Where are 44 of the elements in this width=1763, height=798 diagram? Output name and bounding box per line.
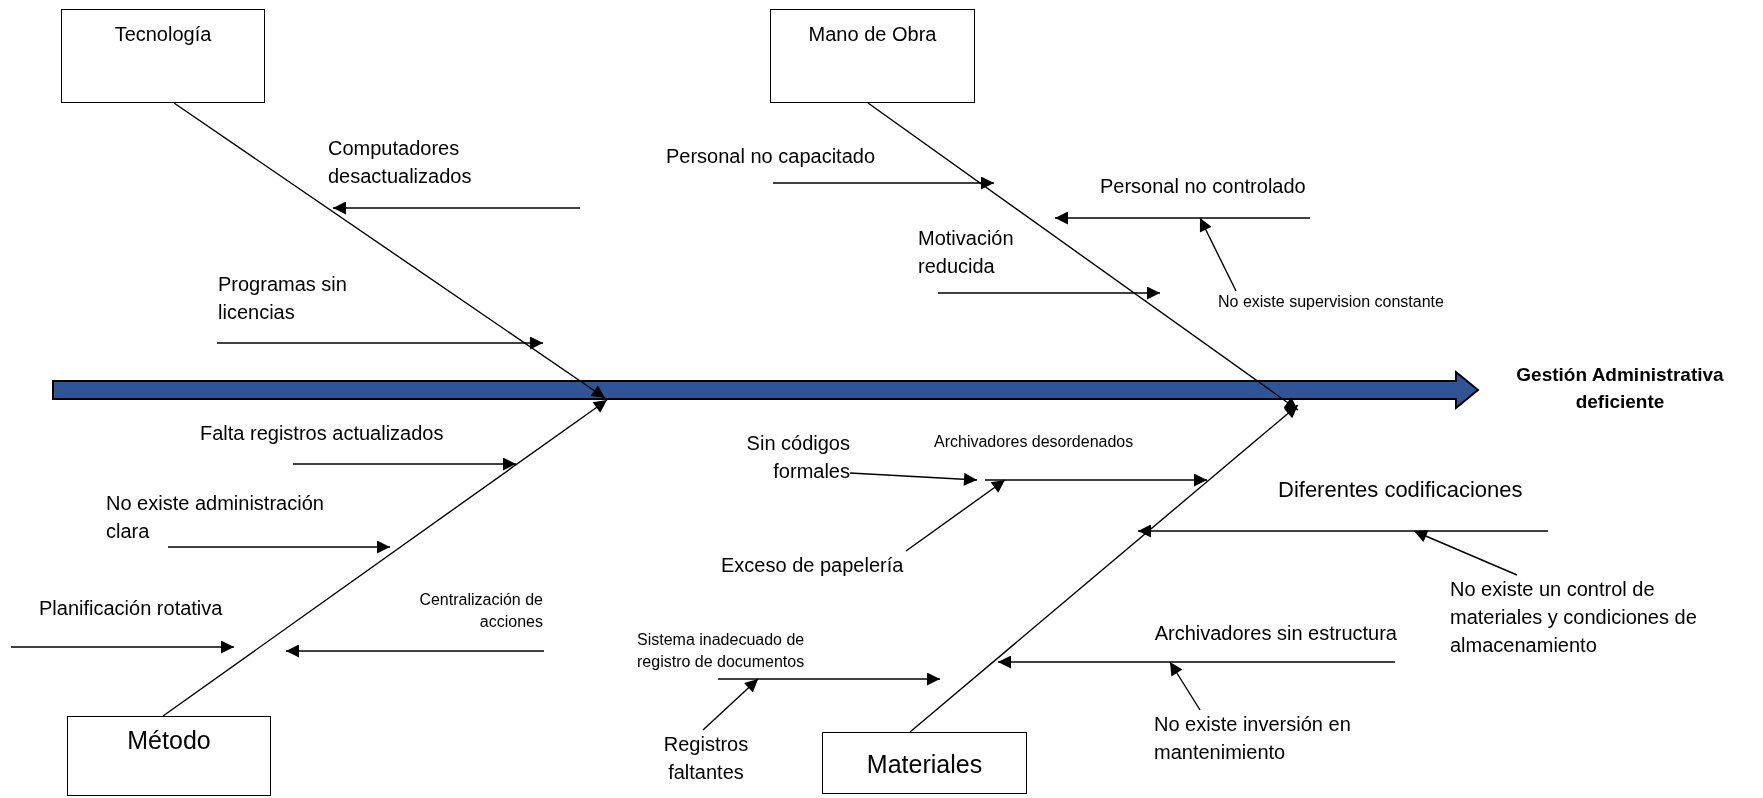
arrow xyxy=(702,678,759,731)
arrow xyxy=(717,672,941,686)
cause-label: Centralización de acciones xyxy=(418,590,543,633)
cause-label: No existe supervision constante xyxy=(1218,291,1468,315)
category-label: Tecnología xyxy=(113,22,213,47)
cause-label: No existe administración clara xyxy=(106,491,325,544)
effect-label: Gestión Administrativa deficiente xyxy=(1478,362,1762,422)
category-box xyxy=(67,716,271,796)
arrow xyxy=(1137,524,1549,538)
arrow xyxy=(984,473,1208,487)
cause-label: Personal no controlado xyxy=(1100,172,1315,218)
cause-label: Computadores desactualizados xyxy=(328,136,473,189)
cause-label: Sistema inadecuado de registro de documentos xyxy=(637,629,847,679)
cause-label: Sin códigos formales xyxy=(735,429,850,485)
arrow xyxy=(162,399,608,717)
arrow xyxy=(1413,530,1518,576)
arrow xyxy=(997,655,1396,669)
main-arrow xyxy=(52,369,1480,411)
arrow xyxy=(1199,217,1237,292)
category-label: Mano de Obra xyxy=(807,22,938,47)
category-box xyxy=(822,732,1027,794)
cause-label: Personal no capacitado xyxy=(666,144,877,169)
cause-label: Exceso de papelería xyxy=(721,551,906,579)
category-box xyxy=(61,9,265,103)
arrow xyxy=(849,472,978,486)
cause-label: Planificación rotativa xyxy=(39,596,224,621)
cause-label: Motivación reducida xyxy=(918,226,1015,279)
arrow xyxy=(909,404,1299,733)
arrow xyxy=(1054,211,1311,225)
cause-label: No existe un control de materiales y condiciones de almacenamiento xyxy=(1450,575,1730,659)
cause-label: Archivadores desordenados xyxy=(934,431,1139,480)
arrow xyxy=(1169,661,1201,711)
arrow xyxy=(867,102,1299,411)
cause-label: Falta registros actualizados xyxy=(200,421,445,446)
cause-label: Diferentes codificaciones xyxy=(1278,475,1552,531)
cause-label: Archivadores sin estructura xyxy=(1135,619,1397,662)
category-label: Método xyxy=(126,725,212,756)
arrow xyxy=(173,102,606,399)
cause-label: Registros faltantes xyxy=(650,730,762,786)
category-label: Materiales xyxy=(865,749,984,780)
cause-label: Programas sin licencias xyxy=(218,272,348,325)
cause-label: No existe inversión en mantenimiento xyxy=(1154,710,1399,766)
category-box xyxy=(770,9,975,103)
arrow xyxy=(905,479,1006,552)
